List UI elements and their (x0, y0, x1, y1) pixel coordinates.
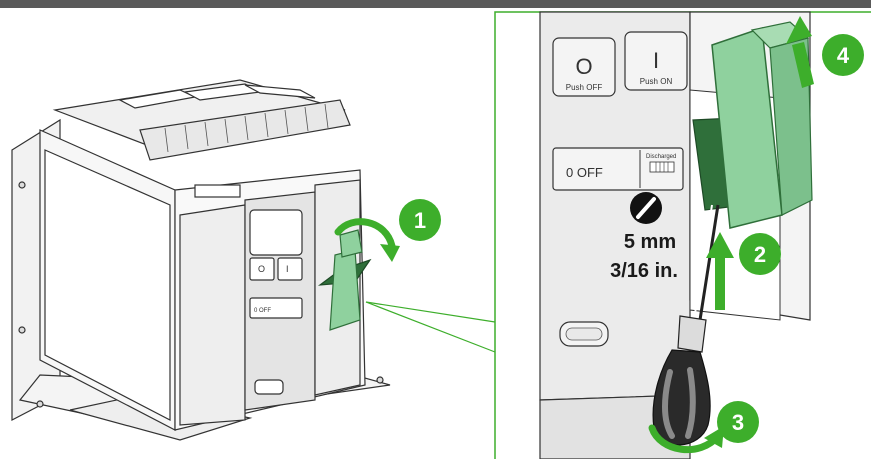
tool-size-metric: 5 mm (624, 231, 676, 253)
detail-callout (494, 11, 871, 459)
discharged-label: Discharged (646, 154, 676, 160)
header-bar (0, 0, 871, 8)
step-1-badge: 1 (399, 199, 441, 241)
status-label: 0 OFF (566, 165, 603, 180)
up-arrow-icon (706, 232, 734, 310)
breaker-overview (11, 79, 391, 441)
off-symbol: O (575, 54, 592, 79)
on-symbol: I (653, 48, 659, 73)
tool-size-imperial: 3/16 in. (610, 260, 678, 282)
step-1-number: 1 (414, 208, 426, 233)
push-on-button[interactable] (624, 31, 688, 91)
overview-on-symbol: I (286, 264, 289, 274)
step-4-badge: 4 (822, 34, 864, 76)
step-4-number: 4 (837, 43, 850, 68)
flat-screwdriver-icon (630, 192, 662, 224)
screwdriver (652, 315, 711, 446)
spring-charge-icon (649, 161, 675, 173)
overview-status-text: 0 OFF (254, 308, 271, 314)
step-2-badge: 2 (739, 233, 781, 275)
overview-off-symbol: O (258, 264, 265, 274)
step-3-badge: 3 (717, 401, 759, 443)
rotate-arrow-icon (334, 218, 396, 250)
callout-line-bottom (365, 301, 496, 353)
up-arrow-icon (786, 16, 814, 88)
push-on-label: Push ON (640, 77, 673, 86)
step-2-number: 2 (754, 242, 766, 267)
push-off-button[interactable] (552, 37, 616, 97)
status-window (552, 147, 684, 191)
push-off-label: Push OFF (566, 83, 603, 92)
callout-line-top (365, 301, 496, 323)
step-3-number: 3 (732, 410, 744, 435)
